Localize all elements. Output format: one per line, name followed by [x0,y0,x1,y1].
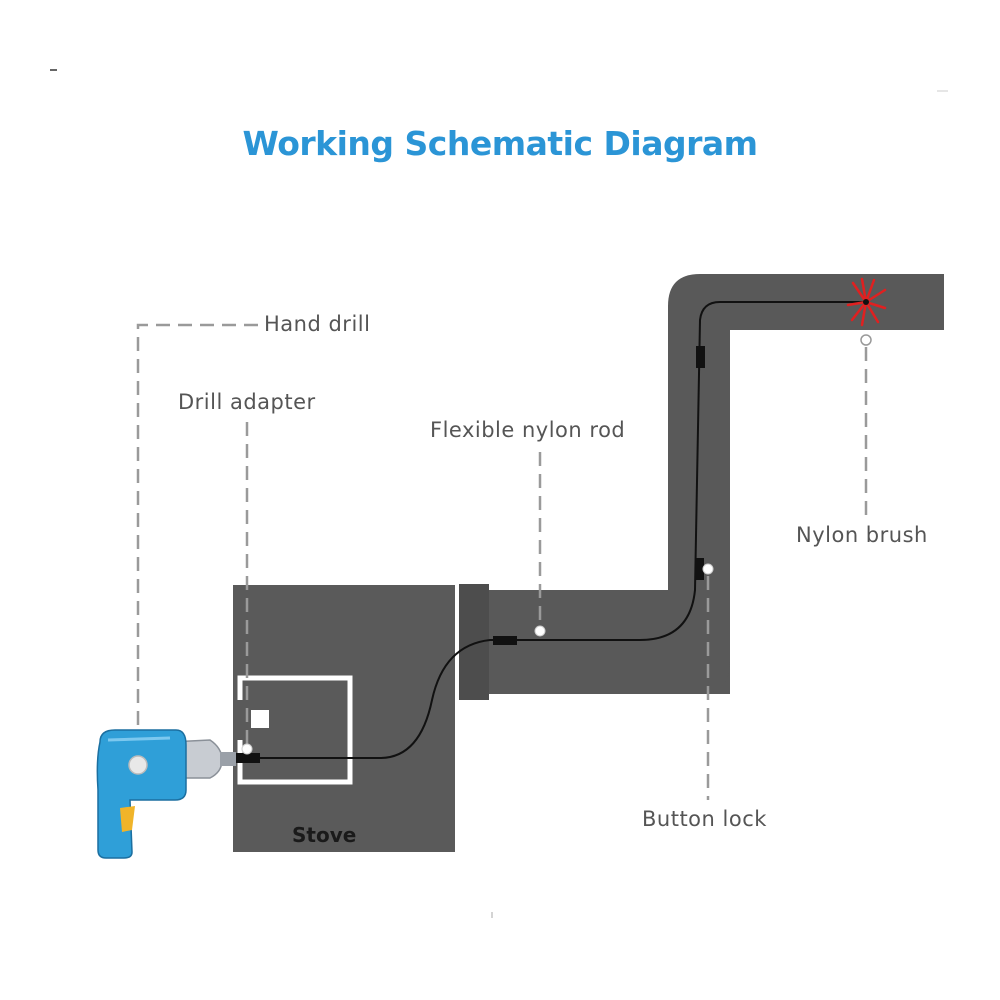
pipe-collar [459,584,489,700]
pipe-elbow-top [668,274,720,330]
dot-drill-adapter [241,743,253,755]
leader-hand-drill [136,323,258,760]
pipe-elbow-bottom [668,590,730,694]
label-button-lock: Button lock [642,807,767,831]
hand-drill-icon [96,729,236,859]
nylon-brush-icon [846,277,887,327]
stove [233,585,455,852]
label-flexible-nylon-rod: Flexible nylon rod [430,418,626,442]
dot-nylon-rod [534,625,546,637]
stove-door-gap [236,700,246,740]
nylon-rod [238,301,868,759]
label-nylon-brush: Nylon brush [796,523,928,547]
diagram-title: Working Schematic Diagram [242,124,758,163]
rod-connector-2 [695,558,704,580]
rod-connector-3 [696,346,705,368]
stove-door-handle [251,710,269,728]
dot-nylon-brush [860,334,872,346]
stove-body [233,585,455,852]
label-stove: Stove [292,823,357,847]
dot-button-lock [702,563,714,575]
dot-hand-drill [128,755,148,775]
drill-adapter-connector [236,753,260,763]
label-drill-adapter: Drill adapter [178,390,316,414]
rod-connector-1 [493,636,517,645]
label-hand-drill: Hand drill [264,312,371,336]
